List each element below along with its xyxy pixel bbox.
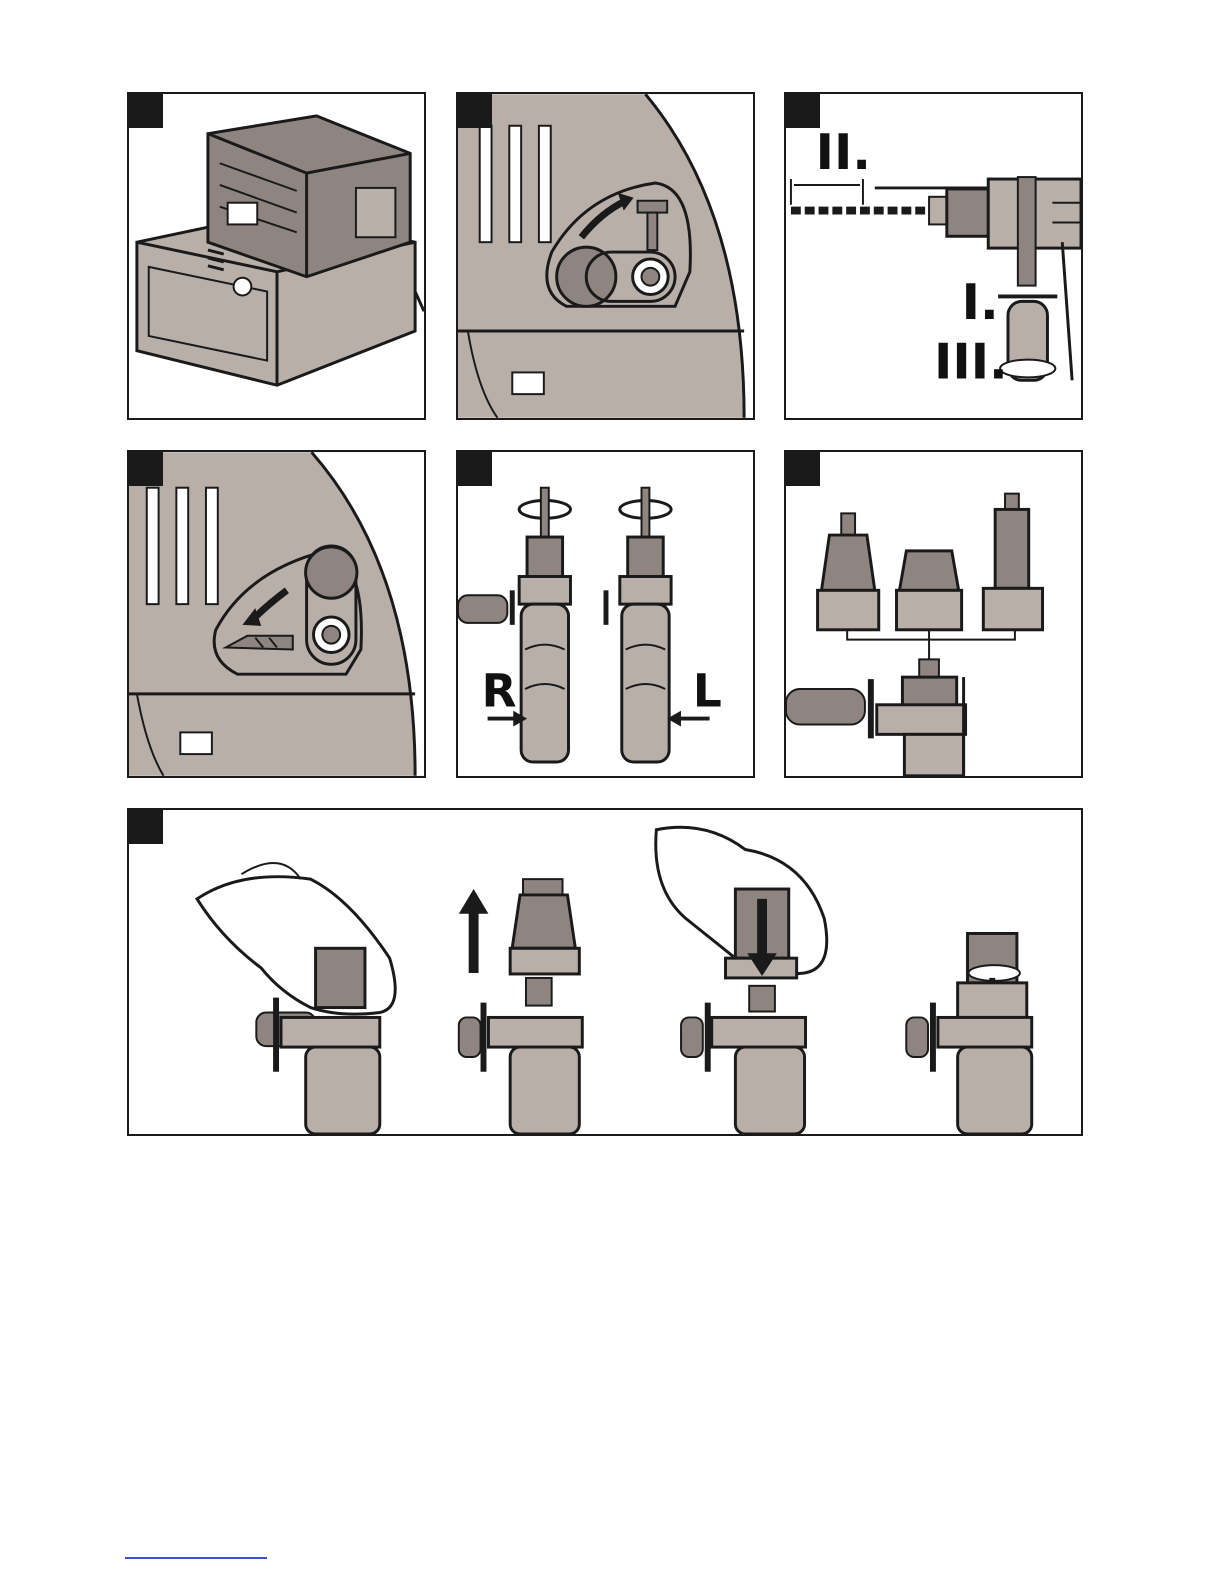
figure-number-tag (129, 94, 163, 128)
figure-number-tag (786, 452, 820, 486)
mode-switch-hammer-illustration (458, 94, 753, 418)
figure-number-tag (786, 94, 820, 128)
figure-2-panel (456, 92, 755, 420)
chuck-change-sequence-illustration (129, 810, 1081, 1134)
depth-label-ii: II. (816, 123, 871, 181)
rotation-label-right: R (482, 665, 517, 718)
drill-depth-illustration: II. I. III. (786, 94, 1081, 418)
battery-charger-illustration (129, 94, 424, 418)
rotation-direction-illustration: R L (458, 452, 753, 776)
chucks-illustration (786, 452, 1081, 776)
handle-label-iii: III. (934, 332, 1008, 390)
figure-3-panel: II. I. III. (784, 92, 1083, 420)
figure-1-panel (127, 92, 426, 420)
figure-number-tag (129, 810, 163, 844)
figure-number-tag (129, 452, 163, 486)
figure-7-panel (127, 808, 1083, 1136)
figure-6-panel (784, 450, 1083, 778)
footer-rule (125, 1557, 267, 1559)
rotation-label-left: L (693, 665, 722, 718)
figure-number-tag (458, 94, 492, 128)
figure-4-panel (127, 450, 426, 778)
figure-5-panel: R L (456, 450, 755, 778)
mode-switch-chisel-illustration (129, 452, 424, 776)
figure-number-tag (458, 452, 492, 486)
handle-label-i: I. (962, 273, 999, 331)
